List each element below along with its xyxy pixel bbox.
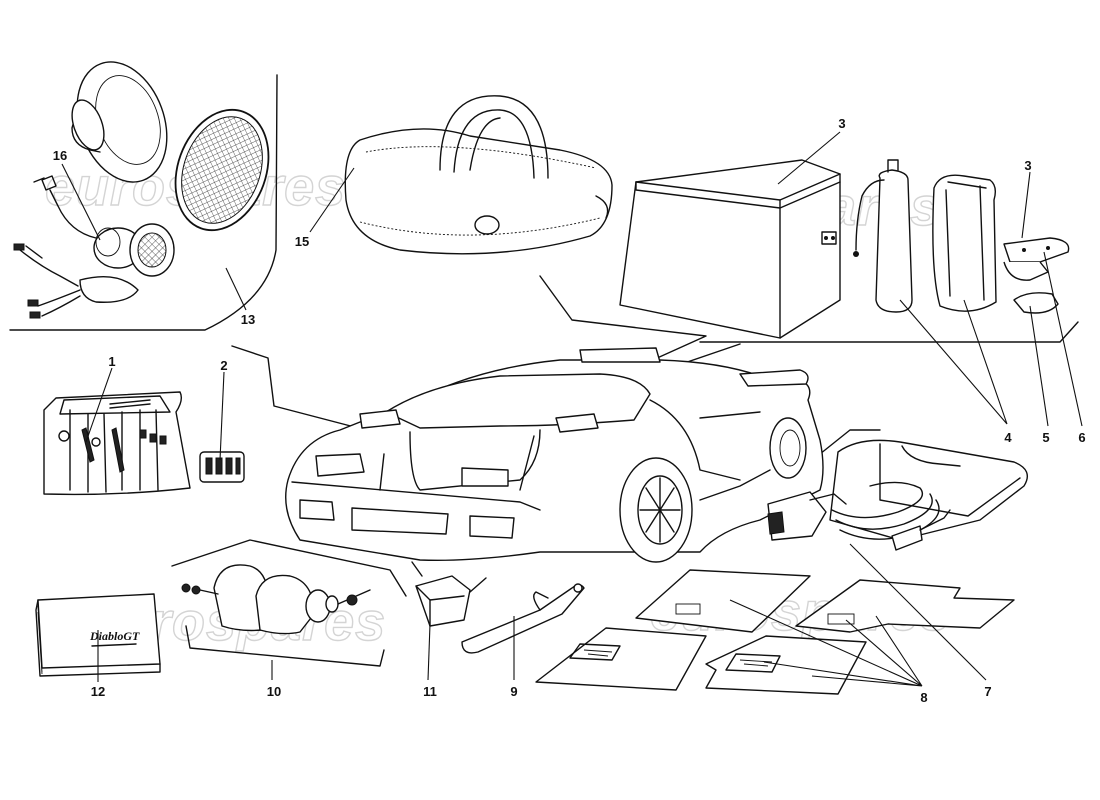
callout-11: 11 [423,684,437,699]
floor-mat [535,627,707,691]
fuse-kit [199,451,245,483]
speaker-housing [71,61,168,183]
tool-bag [344,95,613,255]
callout-9: 9 [510,684,517,699]
horn-group-bracket [185,625,385,667]
owners-manual: DiabloGT [35,593,161,677]
callout-15: 15 [295,234,309,249]
floor-mat [795,579,1015,633]
callout-6: 6 [1078,430,1085,445]
car-body [231,275,881,563]
tweeter [33,175,175,277]
speaker-grille [174,108,270,232]
fire-extinguisher [853,159,913,313]
callout-16: 16 [53,148,67,163]
callout-12: 12 [91,684,105,699]
floor-mats [535,569,1015,695]
horn-bracket-line [171,539,407,597]
tool-roll [43,391,191,496]
car-pointer-speakers [231,345,413,443]
callout-labels: 1 2 3 3 4 5 6 7 8 9 10 11 12 13 15 16 [53,116,1086,705]
callout-1: 1 [108,354,115,369]
callout-3: 3 [838,116,845,131]
equipment-box [619,159,841,339]
manual-cover-title: DiabloGT [89,629,140,643]
leader-lines [61,131,1083,687]
speaker-group-frame [9,74,278,331]
callout-4: 4 [1004,430,1012,445]
jack-handle [461,583,585,654]
relay [411,561,487,627]
horns [171,539,407,667]
kit-group-frame [699,321,1079,343]
callout-7: 7 [984,684,991,699]
speaker-kit [13,61,270,319]
inspection-lamp-kit [767,439,1028,551]
crossover-wiring [13,243,139,319]
callout-13: 13 [241,312,255,327]
mounting-brackets [1003,237,1070,314]
callout-3: 3 [1024,158,1031,173]
callout-10: 10 [267,684,281,699]
extinguisher-holder [932,174,997,312]
callout-8: 8 [920,690,927,705]
callout-2: 2 [220,358,227,373]
callout-5: 5 [1042,430,1049,445]
